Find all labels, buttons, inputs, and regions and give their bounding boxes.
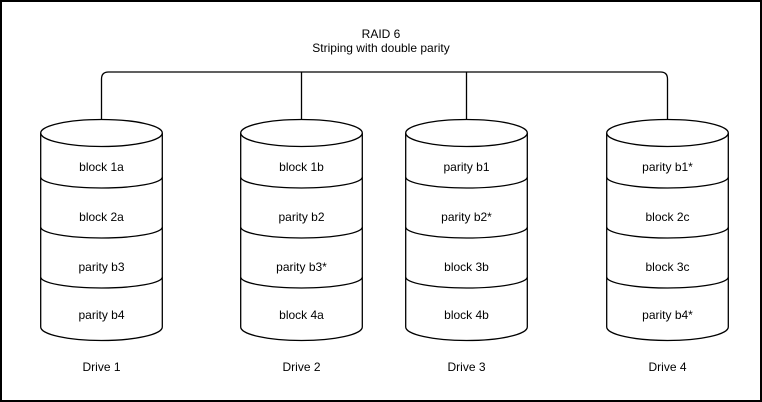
drive-cylinder-icon	[40, 118, 163, 342]
block-label: block 3c	[645, 260, 690, 274]
block-label: parity b1*	[642, 160, 693, 174]
drive-1: block 1a block 2a parity b3 parity b4 Dr…	[40, 118, 163, 374]
drive-2: block 1b parity b2 parity b3* block 4a D…	[240, 118, 363, 374]
drive-3: parity b1 parity b2* block 3b block 4b D…	[405, 118, 528, 374]
block-label: parity b2*	[441, 210, 492, 224]
drive-label: Drive 3	[447, 360, 486, 374]
block-label: block 4a	[279, 308, 324, 322]
block-label: parity b1	[443, 160, 490, 174]
block-label: block 1b	[279, 160, 324, 174]
diagram-title: RAID 6 Striping with double parity	[2, 27, 760, 55]
drive-label: Drive 2	[282, 360, 321, 374]
block-label: parity b4	[78, 308, 125, 322]
block-label: parity b2	[278, 210, 325, 224]
drive-cylinder-icon	[240, 118, 363, 342]
title-line-1: RAID 6	[361, 27, 401, 41]
connector-bracket	[100, 71, 669, 119]
block-label: block 4b	[444, 308, 489, 322]
block-label: parity b3*	[276, 260, 327, 274]
block-label: parity b3	[78, 260, 125, 274]
block-label: block 3b	[444, 260, 489, 274]
drive-cylinder-icon	[405, 118, 528, 342]
drive-label: Drive 4	[648, 360, 687, 374]
drive-cylinder-icon	[606, 118, 729, 342]
drive-label: Drive 1	[82, 360, 121, 374]
title-line-2: Striping with double parity	[312, 41, 450, 55]
block-label: parity b4*	[642, 308, 693, 322]
block-label: block 2a	[79, 210, 124, 224]
block-label: block 2c	[645, 210, 690, 224]
drive-4: parity b1* block 2c block 3c parity b4* …	[606, 118, 729, 374]
block-label: block 1a	[79, 160, 124, 174]
